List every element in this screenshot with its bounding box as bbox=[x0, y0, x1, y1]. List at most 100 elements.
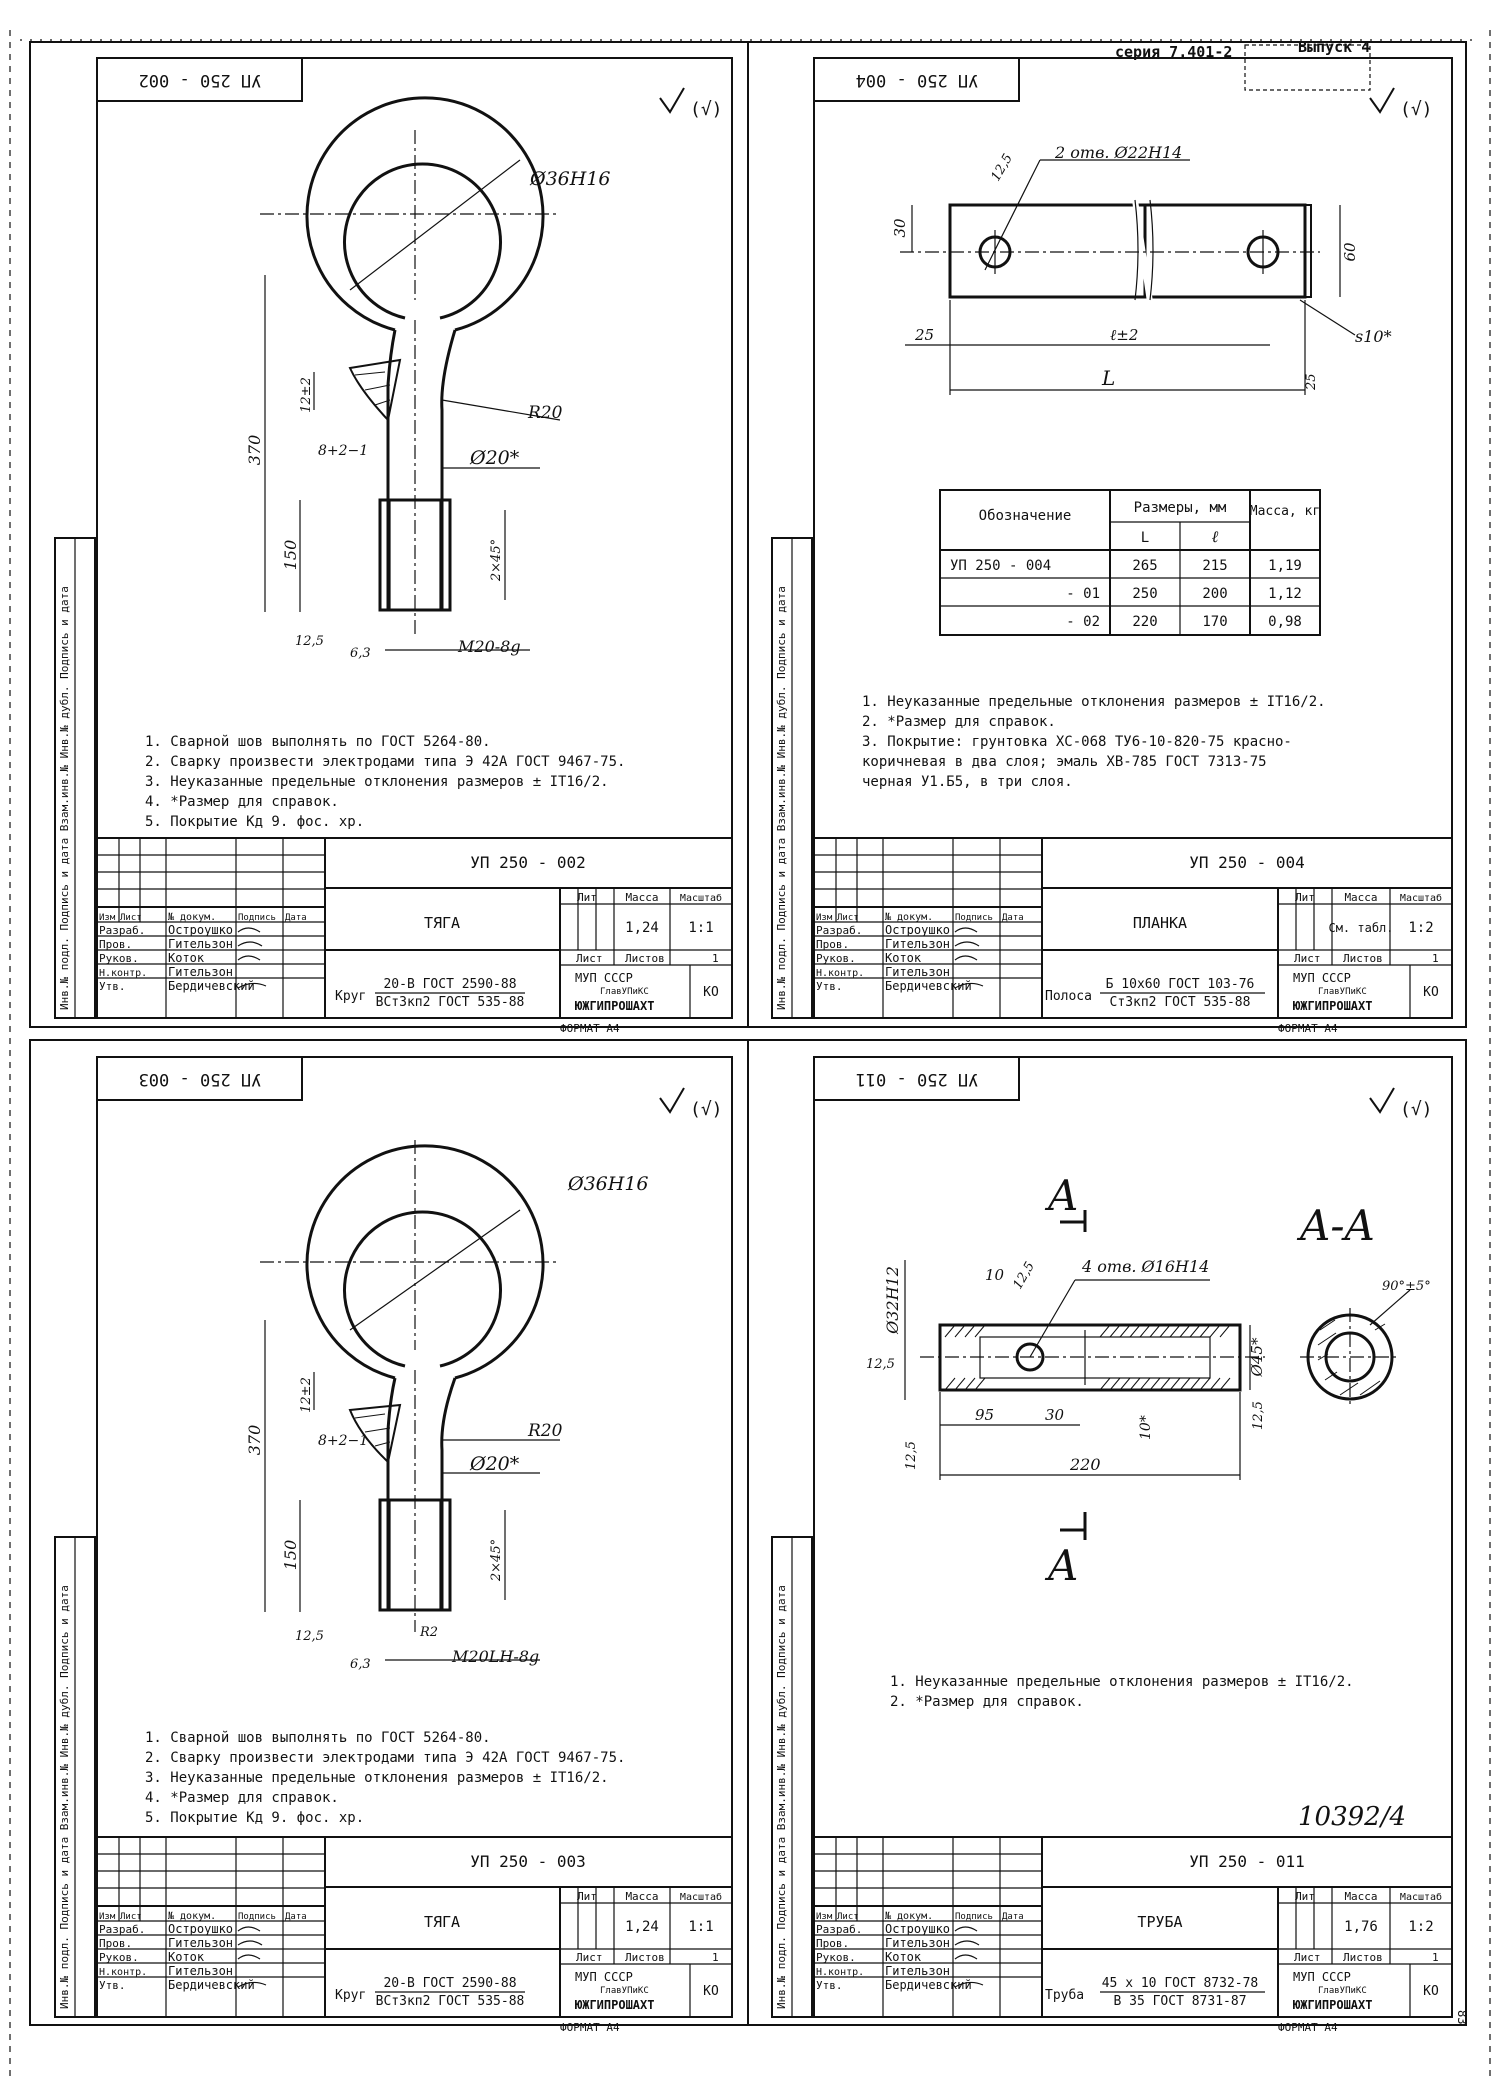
svg-text:250: 250 bbox=[1132, 586, 1157, 602]
material-bottom: В 35 ГОСТ 8731-87 bbox=[1113, 1994, 1246, 2009]
eye-bolt-view: Ø36Н16 R20 Ø20* 370 150 12±2 8+2−1 2×45°… bbox=[245, 96, 611, 661]
svg-text:Коток: Коток bbox=[168, 951, 205, 965]
notes: 1. Сварной шов выполнять по ГОСТ 5264-80… bbox=[145, 734, 625, 830]
svg-text:2. Сварку произвести электрода: 2. Сварку произвести электродами типа Э … bbox=[145, 754, 625, 770]
section-a-bottom: A bbox=[1044, 1541, 1078, 1590]
svg-text:ЮЖГИПРОШАХТ: ЮЖГИПРОШАХТ bbox=[1293, 999, 1372, 1013]
svg-text:Разраб.: Разраб. bbox=[816, 924, 862, 937]
svg-text:Дата: Дата bbox=[1002, 1912, 1024, 1922]
svg-text:Бердичевский: Бердичевский bbox=[885, 1978, 972, 1992]
svg-text:4. *Размер для справок.: 4. *Размер для справок. bbox=[145, 794, 339, 810]
scale-value: 1:1 bbox=[688, 1919, 713, 1935]
scale-value: 1:1 bbox=[688, 920, 713, 936]
dim-30: 30 bbox=[891, 218, 909, 238]
notes: 1. Неуказанные предельные отклонения раз… bbox=[890, 1674, 1354, 1710]
svg-text:2. *Размер для справок.: 2. *Размер для справок. bbox=[862, 714, 1056, 730]
dim-12: 12±2 bbox=[299, 1377, 314, 1413]
series-label: серия 7.401-2 bbox=[1115, 43, 1232, 61]
dim-d32: Ø32Н12 bbox=[883, 1266, 902, 1335]
dim-8: 8+2−1 bbox=[318, 443, 368, 459]
dim-r: R20 bbox=[527, 1421, 563, 1441]
svg-text:Лист: Лист bbox=[1294, 952, 1321, 965]
svg-text:ФОРМАТ А4: ФОРМАТ А4 bbox=[560, 2021, 620, 2034]
svg-text:ЮЖГИПРОШАХТ: ЮЖГИПРОШАХТ bbox=[575, 1998, 654, 2012]
material-top: 20-В ГОСТ 2590-88 bbox=[383, 977, 516, 992]
dim-r2: R2 bbox=[419, 1625, 438, 1640]
dim-chamfer: 2×45° bbox=[489, 1539, 504, 1582]
svg-text:(√): (√) bbox=[1400, 99, 1433, 120]
svg-text:1. Неуказанные предельные откл: 1. Неуказанные предельные отклонения раз… bbox=[862, 694, 1326, 710]
svg-text:коричневая в два слоя; эмаль Х: коричневая в два слоя; эмаль ХВ-785 ГОСТ… bbox=[862, 754, 1267, 770]
svg-text:КО: КО bbox=[703, 1984, 719, 1999]
svg-text:Н.контр.: Н.контр. bbox=[99, 1967, 147, 1978]
issue-label: Выпуск 4 bbox=[1298, 38, 1370, 56]
dim-chamfer: 2×45° bbox=[489, 539, 504, 582]
svg-text:Изм: Изм bbox=[816, 913, 833, 923]
plate-view: 2 отв. Ø22Н14 12,5 30 60 s10* 25 ℓ±2 L 2… bbox=[891, 143, 1392, 395]
svg-text:Бердичевский: Бердичевский bbox=[885, 979, 972, 993]
mass-value: 1,24 bbox=[625, 920, 659, 936]
stamp-box bbox=[1244, 44, 1371, 91]
side-stamp: Инв.№ подл. Подпись и дата Взам.инв.№ Ин… bbox=[775, 586, 788, 1010]
svg-text:Лист: Лист bbox=[120, 913, 142, 923]
sheet-up-250-004: УП 250 - 004 (√) 2 отв. Ø22Н14 12,5 30 6… bbox=[747, 41, 1467, 1035]
svg-text:Масса, кг: Масса, кг bbox=[1250, 504, 1320, 519]
svg-text:1,12: 1,12 bbox=[1268, 586, 1302, 602]
svg-text:МУП СССР: МУП СССР bbox=[575, 1970, 633, 1984]
svg-text:Подпись: Подпись bbox=[955, 1912, 993, 1922]
svg-text:3. Неуказанные предельные откл: 3. Неуказанные предельные отклонения раз… bbox=[145, 1770, 609, 1786]
svg-text:ГлавУПиКС: ГлавУПиКС bbox=[1318, 987, 1367, 997]
material-bottom: ВСт3кп2 ГОСТ 535-88 bbox=[376, 1994, 525, 2009]
dim-d-ring: Ø36Н16 bbox=[567, 1173, 649, 1195]
svg-text:83: 83 bbox=[1455, 2010, 1469, 2024]
svg-text:ФОРМАТ А4: ФОРМАТ А4 bbox=[560, 1022, 620, 1035]
dim-125: 12,5 bbox=[295, 634, 324, 649]
svg-text:Круг: Круг bbox=[335, 989, 366, 1004]
material-top: 20-В ГОСТ 2590-88 bbox=[383, 1976, 516, 1991]
svg-text:265: 265 bbox=[1132, 558, 1157, 574]
svg-text:3. Покрытие: грунтовка ХС-068: 3. Покрытие: грунтовка ХС-068 ТУ6-10-820… bbox=[862, 734, 1292, 750]
svg-text:(√): (√) bbox=[1400, 1099, 1433, 1120]
dim-220: 220 bbox=[1069, 1455, 1101, 1474]
svg-text:4. *Размер для справок.: 4. *Размер для справок. bbox=[145, 1790, 339, 1806]
svg-text:Руков.: Руков. bbox=[816, 952, 856, 965]
svg-text:12,5: 12,5 bbox=[1010, 1259, 1037, 1292]
sheet-code-rotated: УП 250 - 004 bbox=[856, 70, 979, 90]
svg-text:Масса: Масса bbox=[1344, 891, 1377, 904]
dim-d-rod: Ø20* bbox=[469, 1453, 520, 1475]
svg-text:3. Неуказанные предельные откл: 3. Неуказанные предельные отклонения раз… bbox=[145, 774, 609, 790]
svg-text:1: 1 bbox=[712, 952, 719, 965]
svg-text:Пров.: Пров. bbox=[816, 1937, 849, 1950]
dim-150: 150 bbox=[281, 1540, 300, 1571]
side-stamp: Инв.№ подл. Подпись и дата Взам.инв.№ Ин… bbox=[775, 1585, 788, 2009]
svg-text:Листов: Листов bbox=[625, 952, 665, 965]
svg-text:Руков.: Руков. bbox=[99, 952, 139, 965]
material-top: Б 10х60 ГОСТ 103-76 bbox=[1106, 977, 1255, 992]
svg-text:ГлавУПиКС: ГлавУПиКС bbox=[600, 1986, 649, 1996]
svg-text:Гительзон: Гительзон bbox=[168, 937, 233, 951]
svg-text:КО: КО bbox=[1423, 1984, 1439, 1999]
svg-text:Масса: Масса bbox=[1344, 1890, 1377, 1903]
notes: 1. Сварной шов выполнять по ГОСТ 5264-80… bbox=[145, 1730, 625, 1826]
svg-text:Дата: Дата bbox=[285, 913, 307, 923]
dim-370: 370 bbox=[245, 435, 264, 466]
tube-view: A A A-A 4 отв. Ø16Н14 12,5 bbox=[866, 1171, 1431, 1590]
section-a-top: A bbox=[1044, 1171, 1078, 1220]
dim-63: 6,3 bbox=[350, 646, 371, 661]
svg-text:1: 1 bbox=[1432, 952, 1439, 965]
dim-8: 8+2−1 bbox=[318, 1433, 368, 1449]
sheet-code-rotated: УП 250 - 011 bbox=[856, 1069, 979, 1089]
svg-text:№ докум.: № докум. bbox=[168, 1911, 216, 1922]
inv-number: 10392/4 bbox=[1298, 1802, 1406, 1832]
svg-text:12,5: 12,5 bbox=[988, 151, 1015, 184]
svg-text:220: 220 bbox=[1132, 614, 1157, 630]
svg-text:2. *Размер для справок.: 2. *Размер для справок. bbox=[890, 1694, 1084, 1710]
dim-125: 12,5 bbox=[295, 1629, 324, 1644]
svg-text:Лист: Лист bbox=[837, 913, 859, 923]
svg-text:Обозначение: Обозначение bbox=[979, 508, 1072, 524]
svg-text:№ докум.: № докум. bbox=[168, 912, 216, 923]
sizes-table: Обозначение Размеры, мм L ℓ Масса, кг УП… bbox=[939, 489, 1321, 636]
table-row: - 01 bbox=[1066, 586, 1100, 602]
svg-text:Изм: Изм bbox=[816, 1912, 833, 1922]
svg-text:Разраб.: Разраб. bbox=[816, 1923, 862, 1936]
